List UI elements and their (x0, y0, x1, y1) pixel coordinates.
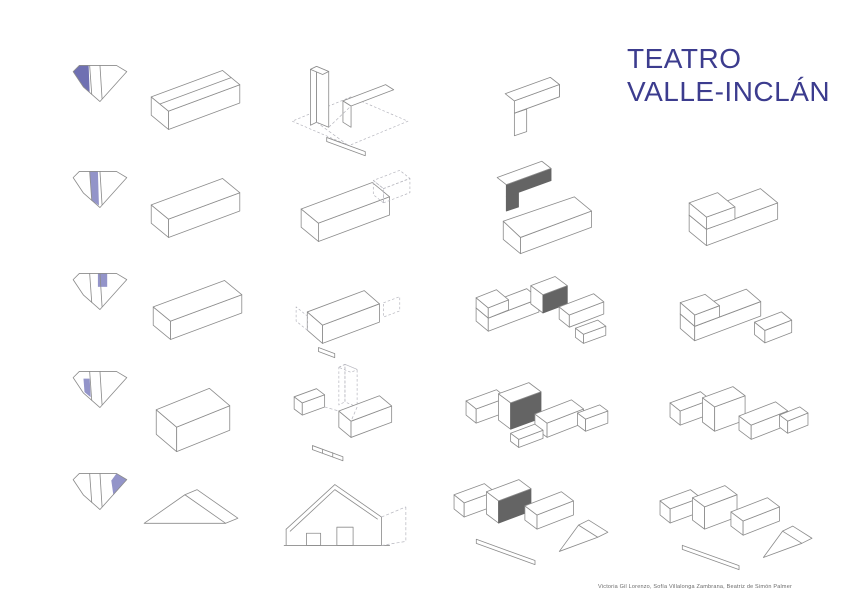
drawing-row-1-roof-piece (498, 68, 584, 142)
key-plan-icon (72, 371, 128, 408)
exploded-tower-icon (293, 363, 393, 462)
tall-block-icon (155, 387, 231, 453)
key-plan-row-4 (68, 366, 134, 414)
drawing-row-3-merged (672, 272, 802, 360)
gable-volume-icon (143, 489, 239, 524)
drawing-row-4-exploded (284, 352, 414, 466)
key-plan-row-1 (68, 60, 134, 108)
drawing-row-5-final (658, 468, 814, 571)
bar-volume-icon (152, 280, 243, 340)
shaded-assembly-icon (475, 276, 607, 344)
bar-volume-icon (150, 70, 241, 130)
drawing-row-5-volume (138, 486, 244, 530)
stepped-massing-icon (679, 288, 793, 344)
drawing-row-5-section (276, 468, 416, 562)
merged-massing-icon (688, 188, 779, 246)
bar-with-attachments-icon (295, 290, 401, 359)
final-massing-icon (659, 485, 813, 571)
roof-section-icon (283, 484, 407, 546)
drawing-row-2-merged (680, 170, 798, 254)
drawing-row-4-merged (668, 364, 810, 464)
page-title: TEATRO VALLE-INCLÁN (627, 42, 830, 108)
drawing-row-4-assembly-shaded (462, 358, 622, 466)
drawing-row-3-volume (140, 278, 254, 346)
shaded-cluster-icon (465, 382, 609, 448)
title-line-2: VALLE-INCLÁN (627, 76, 831, 108)
key-plan-icon (72, 473, 128, 510)
title-line-1: TEATRO (627, 43, 742, 74)
key-plan-icon (72, 171, 128, 208)
key-plan-row-5 (68, 468, 134, 516)
exploded-axon-icon (291, 65, 409, 157)
bar-volume-icon (150, 178, 241, 238)
drawing-row-4-volume (144, 386, 242, 454)
shaded-assembly-icon (496, 160, 592, 255)
drawing-row-5-assembly-shaded (450, 458, 620, 570)
clustered-massing-icon (669, 386, 809, 440)
drawing-row-2-assembly-shaded (486, 156, 620, 260)
key-plan-icon (72, 273, 128, 310)
drawing-row-3-assembly-shaded (468, 264, 622, 362)
drawing-row-1-volume (138, 68, 252, 136)
drawing-row-3-attachments (288, 272, 416, 360)
bar-with-ghost-icon (300, 169, 411, 242)
credits-text: Victoria Gil Lorenzo, Sofía Villalonga Z… (598, 584, 792, 590)
drawing-row-2-ghost-box (292, 168, 416, 256)
drawing-row-2-volume (138, 176, 252, 244)
key-plan-icon (72, 65, 128, 102)
roof-piece-icon (504, 76, 560, 137)
key-plan-row-3 (68, 268, 134, 316)
shaded-full-massing-icon (453, 479, 609, 565)
key-plan-row-2 (68, 166, 134, 214)
drawing-row-1-exploded (280, 48, 414, 168)
